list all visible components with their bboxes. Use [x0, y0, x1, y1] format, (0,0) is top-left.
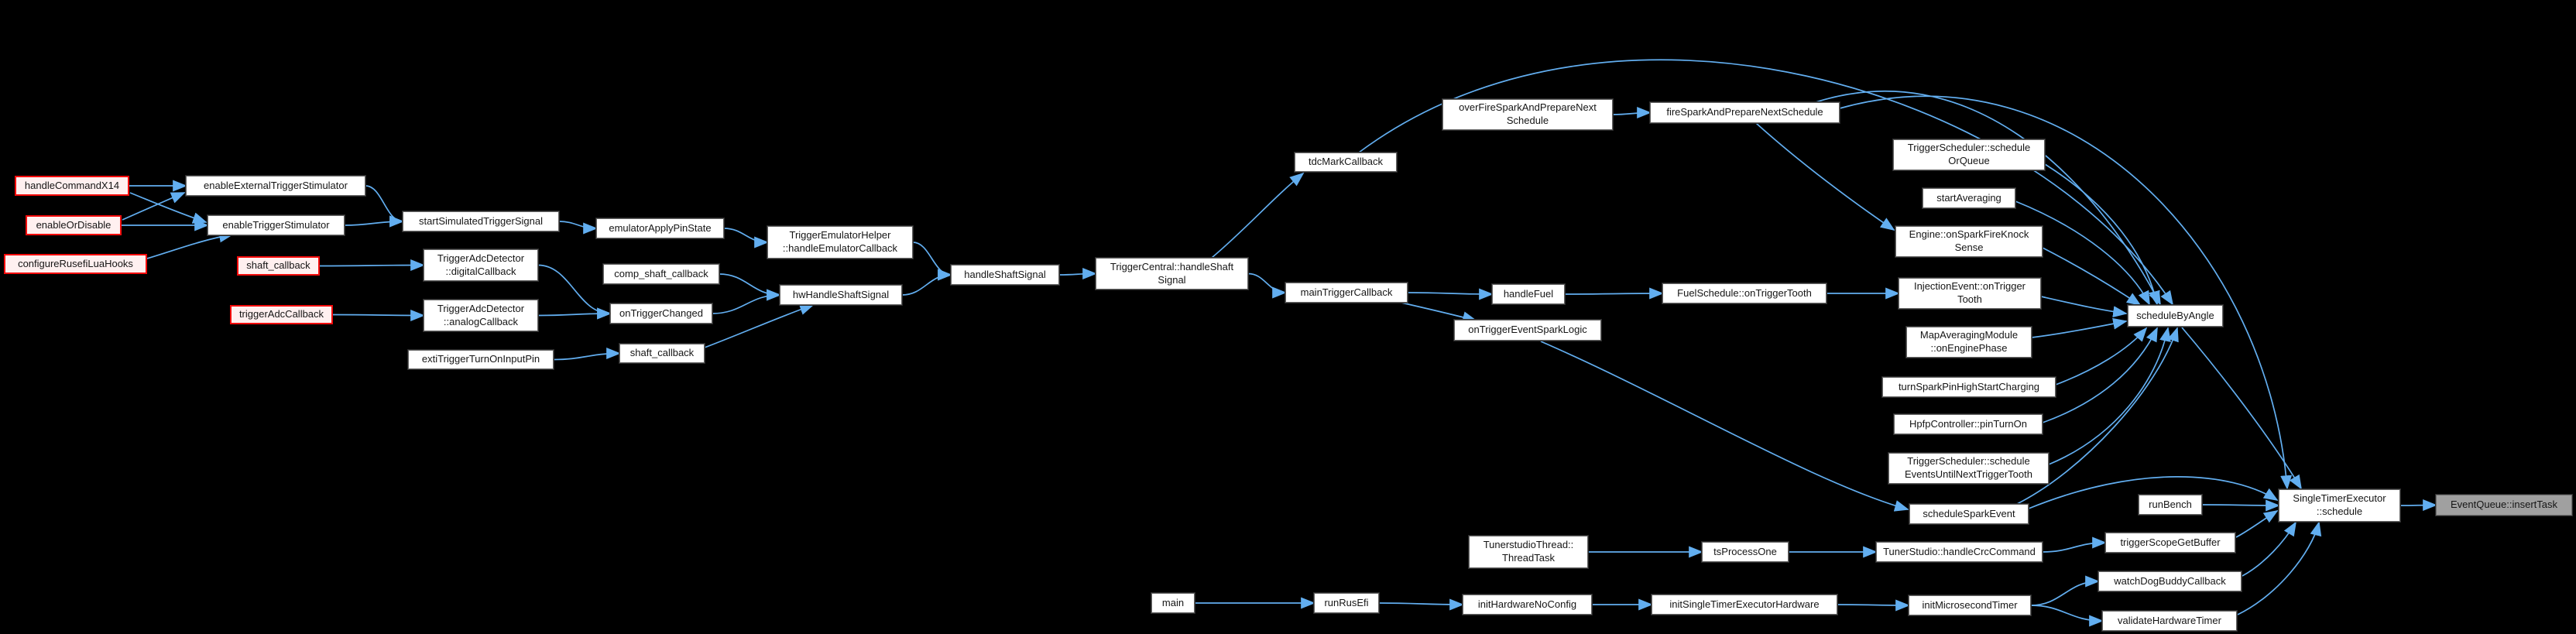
edge-startSimulatedTriggerSignal-to-emulatorApplyPinState: [558, 221, 598, 235]
graph-node-handleCrcCommand[interactable]: TunerStudio::handleCrcCommand: [1876, 542, 2043, 562]
edge-enableTriggerStimulator-to-startSimulatedTriggerSignal: [344, 215, 404, 228]
edge-initMicrosecondTimer-to-watchDogBuddyCallback: [2030, 575, 2100, 606]
graph-node-turnSparkPinHighStartCharging[interactable]: turnSparkPinHighStartCharging: [1882, 377, 2056, 397]
graph-node-startSimulatedTriggerSignal[interactable]: startSimulatedTriggerSignal: [403, 211, 559, 231]
edge-watchDogBuddyCallback-to-SingleTimerExecutorSchedule: [2242, 521, 2296, 577]
graph-node-onTriggerChanged[interactable]: onTriggerChanged: [610, 303, 712, 324]
graph-node-HpfpPinTurnOn[interactable]: HpfpController::pinTurnOn: [1894, 414, 2043, 434]
edge-handleEmulatorCallback-to-handleShaftSignal: [912, 242, 952, 281]
edge-HpfpPinTurnOn-to-scheduleByAngle: [2042, 327, 2158, 423]
edge-initMicrosecondTimer-to-validateHardwareTimer: [2030, 605, 2104, 627]
graph-node-watchDogBuddyCallback[interactable]: watchDogBuddyCallback: [2098, 571, 2242, 591]
graph-node-runBench[interactable]: runBench: [2139, 495, 2202, 515]
graph-node-initSingleTimerExecutorHardware[interactable]: initSingleTimerExecutorHardware: [1652, 595, 1837, 615]
edge-onTriggerChanged-to-hwHandleShaftSignal: [712, 289, 781, 314]
graph-node-MapAveragingOnEnginePhase[interactable]: MapAveragingModule ::onEnginePhase: [1906, 327, 2032, 358]
edge-triggerScopeGetBuffer-to-SingleTimerExecutorSchedule: [2235, 510, 2279, 538]
edge-turnSparkPinHighStartCharging-to-scheduleByAngle: [2055, 327, 2148, 386]
edge-tdcMarkCallback-to-scheduleByAngle: [1358, 59, 2174, 306]
graph-node-main[interactable]: main: [1151, 593, 1195, 613]
graph-node-hwHandleShaftSignal[interactable]: hwHandleShaftSignal: [780, 285, 902, 305]
graph-node-scheduleEventsUntilNextTriggerTooth[interactable]: TriggerScheduler::schedule EventsUntilNe…: [1888, 453, 2049, 484]
graph-node-digitalCallback[interactable]: TriggerAdcDetector ::digitalCallback: [424, 249, 538, 281]
edge-handleCommandX14-to-enableTriggerStimulator: [129, 192, 208, 224]
graph-node-tsProcessOne[interactable]: tsProcessOne: [1702, 542, 1789, 562]
graph-node-emulatorApplyPinState[interactable]: emulatorApplyPinState: [596, 218, 724, 238]
graph-node-initHardwareNoConfig[interactable]: initHardwareNoConfig: [1463, 595, 1592, 615]
graph-node-enableOrDisable[interactable]: enableOrDisable: [26, 215, 122, 235]
edge-handleShaftSignal-to-TriggerCentralHandleShaftSignal: [1058, 268, 1097, 279]
edge-runRusEfi-to-initHardwareNoConfig: [1378, 598, 1464, 611]
graph-node-shaft_callback_mid[interactable]: shaft_callback: [619, 344, 705, 363]
edge-enableExternalTriggerStimulator-to-startSimulatedTriggerSignal: [365, 185, 404, 228]
graph-node-fireSparkAndPrepareNextSchedule[interactable]: fireSparkAndPrepareNextSchedule: [1650, 102, 1840, 123]
edge-shaft_callback_mid-to-hwHandleShaftSignal: [704, 303, 815, 348]
graph-node-onSparkFireKnockSense[interactable]: Engine::onSparkFireKnock Sense: [1895, 226, 2043, 257]
graph-node-triggerAdcCallback[interactable]: triggerAdcCallback: [230, 305, 333, 324]
edge-enableOrDisable-to-enableExternalTriggerStimulator: [122, 192, 186, 221]
edge-scheduleByAngle-to-SingleTimerExecutorSchedule: [2181, 327, 2302, 490]
graph-node-handleEmulatorCallback[interactable]: TriggerEmulatorHelper ::handleEmulatorCa…: [767, 226, 913, 259]
edge-TriggerCentralHandleShaftSignal-to-tdcMarkCallback: [1211, 172, 1305, 259]
edge-extiTriggerTurnOnInputPin-to-shaft_callback_mid: [553, 348, 621, 361]
graph-node-shaft_callback_adc[interactable]: shaft_callback: [237, 256, 320, 276]
edge-configureRusefiLuaHooks-to-enableTriggerStimulator: [146, 231, 234, 259]
graph-node-overFireSparkAndPrepareNextSchedule[interactable]: overFireSparkAndPrepareNext Schedule: [1442, 99, 1613, 130]
graph-node-extiTriggerTurnOnInputPin[interactable]: extiTriggerTurnOnInputPin: [408, 350, 554, 369]
graph-node-scheduleByAngle[interactable]: scheduleByAngle: [2128, 305, 2223, 327]
graph-node-validateHardwareTimer[interactable]: validateHardwareTimer: [2102, 611, 2237, 631]
edge-InjectionEventOnTriggerTooth-to-scheduleByAngle: [2040, 296, 2128, 318]
edge-MapAveragingOnEnginePhase-to-scheduleByAngle: [2031, 317, 2128, 338]
graph-node-handleFuel[interactable]: handleFuel: [1492, 284, 1565, 304]
edge-handleFuel-to-FuelScheduleOnTriggerTooth: [1564, 287, 1664, 300]
edge-onSparkFireKnockSense-to-scheduleByAngle: [2042, 247, 2142, 307]
graph-node-FuelScheduleOnTriggerTooth[interactable]: FuelSchedule::onTriggerTooth: [1662, 283, 1827, 303]
graph-node-analogCallback[interactable]: TriggerAdcDetector ::analogCallback: [424, 300, 538, 331]
edge-handleCrcCommand-to-triggerScopeGetBuffer: [2042, 536, 2107, 553]
edge-digitalCallback-to-onTriggerChanged: [537, 264, 612, 320]
graph-node-triggerScopeGetBuffer[interactable]: triggerScopeGetBuffer: [2105, 533, 2235, 553]
edge-mainTriggerCallback-to-onTriggerEventSparkLogic: [1401, 302, 1477, 324]
graph-node-onTriggerEventSparkLogic[interactable]: onTriggerEventSparkLogic: [1454, 320, 1601, 341]
graph-node-handleShaftSignal[interactable]: handleShaftSignal: [951, 265, 1059, 285]
edge-comp_shaft_callback-to-hwHandleShaftSignal: [719, 273, 781, 301]
graph-node-initMicrosecondTimer[interactable]: initMicrosecondTimer: [1909, 595, 2031, 615]
graph-node-comp_shaft_callback[interactable]: comp_shaft_callback: [603, 264, 719, 284]
graph-node-handleCommandX14[interactable]: handleCommandX14: [15, 176, 129, 196]
edge-validateHardwareTimer-to-SingleTimerExecutorSchedule: [2237, 521, 2322, 615]
graph-node-configureRusefiLuaHooks[interactable]: configureRusefiLuaHooks: [4, 254, 147, 274]
graph-node-mainTriggerCallback[interactable]: mainTriggerCallback: [1285, 283, 1408, 303]
edge-scheduleEventsUntilNextTriggerTooth-to-scheduleByAngle: [2048, 327, 2171, 465]
edge-overFireSparkAndPrepareNextSchedule-to-fireSparkAndPrepareNextSchedule: [1612, 107, 1652, 118]
edge-scheduleOrQueue-to-scheduleByAngle: [2044, 163, 2160, 306]
edge-onTriggerEventSparkLogic-to-scheduleSparkEvent: [1540, 341, 1909, 512]
edge-emulatorApplyPinState-to-handleEmulatorCallback: [723, 228, 769, 248]
graph-node-insertTask: EventQueue::insertTask: [2436, 495, 2572, 516]
edge-TriggerCentralHandleShaftSignal-to-mainTriggerCallback: [1247, 272, 1287, 299]
edge-SingleTimerExecutorSchedule-to-insertTask: [2399, 499, 2437, 511]
graph-node-InjectionEventOnTriggerTooth[interactable]: InjectionEvent::onTrigger Tooth: [1899, 278, 2041, 309]
graph-node-TriggerCentralHandleShaftSignal[interactable]: TriggerCentral::handleShaft Signal: [1096, 258, 1248, 290]
graph-node-runRusEfi[interactable]: runRusEfi: [1314, 593, 1379, 613]
graph-node-scheduleSparkEvent[interactable]: scheduleSparkEvent: [1909, 504, 2029, 524]
graph-node-scheduleOrQueue[interactable]: TriggerScheduler::schedule OrQueue: [1893, 139, 2045, 170]
graph-node-enableTriggerStimulator[interactable]: enableTriggerStimulator: [208, 215, 345, 235]
graph-node-SingleTimerExecutorSchedule[interactable]: SingleTimerExecutor ::schedule: [2279, 489, 2400, 522]
edge-mainTriggerCallback-to-handleFuel: [1407, 288, 1494, 300]
edge-hwHandleShaftSignal-to-handleShaftSignal: [901, 269, 952, 296]
graph-node-TunerstudioThreadTask[interactable]: TunerstudioThread:: ThreadTask: [1469, 536, 1588, 568]
graph-node-startAveraging[interactable]: startAveraging: [1923, 188, 2015, 208]
edge-analogCallback-to-onTriggerChanged: [537, 307, 612, 320]
edge-triggerAdcCallback-to-analogCallback: [332, 310, 425, 321]
edge-fireSparkAndPrepareNextSchedule-to-onSparkFireKnockSense: [1755, 122, 1895, 231]
graph-node-enableExternalTriggerStimulator[interactable]: enableExternalTriggerStimulator: [186, 176, 365, 196]
graph-node-tdcMarkCallback[interactable]: tdcMarkCallback: [1295, 153, 1397, 172]
